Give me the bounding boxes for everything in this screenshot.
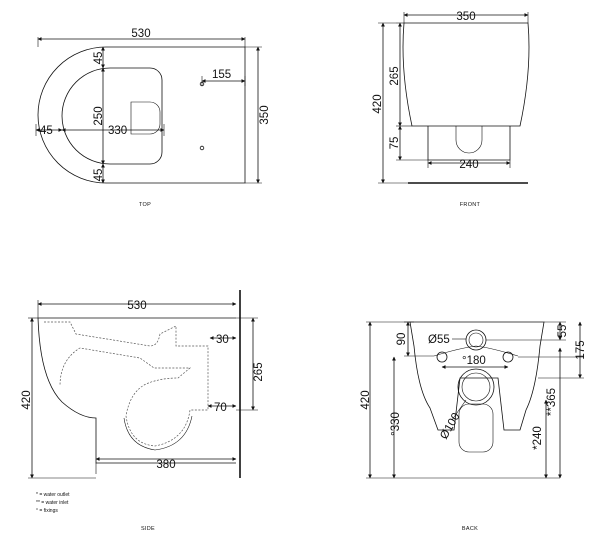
dim-240: 240 — [459, 159, 478, 171]
dim-45-bottom: 45 — [93, 169, 105, 182]
dim-45-left: 45 — [40, 125, 53, 137]
side-outline — [37, 317, 236, 464]
dim-45-top: 45 — [93, 52, 105, 65]
top-outline — [37, 46, 246, 184]
side-view: 530 420 265 30 70 380 * = water outlet *… — [21, 290, 265, 532]
legend-water-outlet: * = water outlet — [36, 492, 70, 498]
dim-side-420: 420 — [21, 390, 33, 409]
legend-water-inlet: ** = water inlet — [36, 500, 69, 506]
dim-240-back: *240 — [532, 426, 544, 450]
dim-155: 155 — [212, 69, 231, 81]
dim-330-back: °330 — [390, 412, 402, 436]
dim-380: 380 — [156, 459, 175, 471]
back-outline — [409, 321, 545, 431]
top-bowl — [61, 67, 163, 165]
dim-dia-55: Ø55 — [428, 334, 450, 346]
dim-back-420: 420 — [360, 390, 372, 409]
dim-175: 175 — [575, 340, 587, 359]
caption-side: SIDE — [141, 526, 155, 532]
dim-330: 330 — [108, 125, 127, 137]
dim-30: 30 — [216, 334, 229, 346]
dim-70: 70 — [214, 402, 227, 414]
dim-side-530: 530 — [127, 300, 146, 312]
dim-55-right: 55 — [557, 325, 569, 338]
fixing-hole — [502, 351, 514, 363]
dim-90: 90 — [396, 333, 408, 346]
front-bowl — [402, 22, 530, 127]
dim-350: 350 — [259, 105, 271, 124]
front-base — [427, 126, 511, 161]
front-view: 350 265 75 420 240 FRONT — [372, 11, 530, 208]
dim-180: °180 — [462, 355, 486, 367]
back-view: 90 420 °330 Ø55 55 175 °180 Ø100 *240 **… — [360, 321, 587, 532]
dim-265: 265 — [389, 66, 401, 85]
dim-365: **365 — [546, 388, 558, 416]
fixing-hole — [199, 145, 205, 151]
dim-530: 530 — [131, 28, 150, 40]
top-view: 530 350 155 45 250 45 45 330 TOP — [35, 28, 271, 208]
caption-top: TOP — [139, 202, 151, 208]
dim-75: 75 — [389, 137, 401, 150]
dim-420: 420 — [372, 94, 384, 113]
front-trap — [455, 126, 483, 154]
legend-fixings: ° = fixings — [36, 508, 58, 514]
fixing-hole — [436, 351, 448, 363]
caption-front: FRONT — [460, 202, 481, 208]
top-bowl-inner — [130, 101, 161, 135]
outlet-hole — [457, 368, 495, 406]
dim-250: 250 — [93, 106, 105, 125]
caption-back: BACK — [462, 526, 478, 532]
side-duct — [44, 321, 209, 447]
dim-front-350: 350 — [456, 11, 475, 23]
dim-side-265: 265 — [253, 362, 265, 381]
